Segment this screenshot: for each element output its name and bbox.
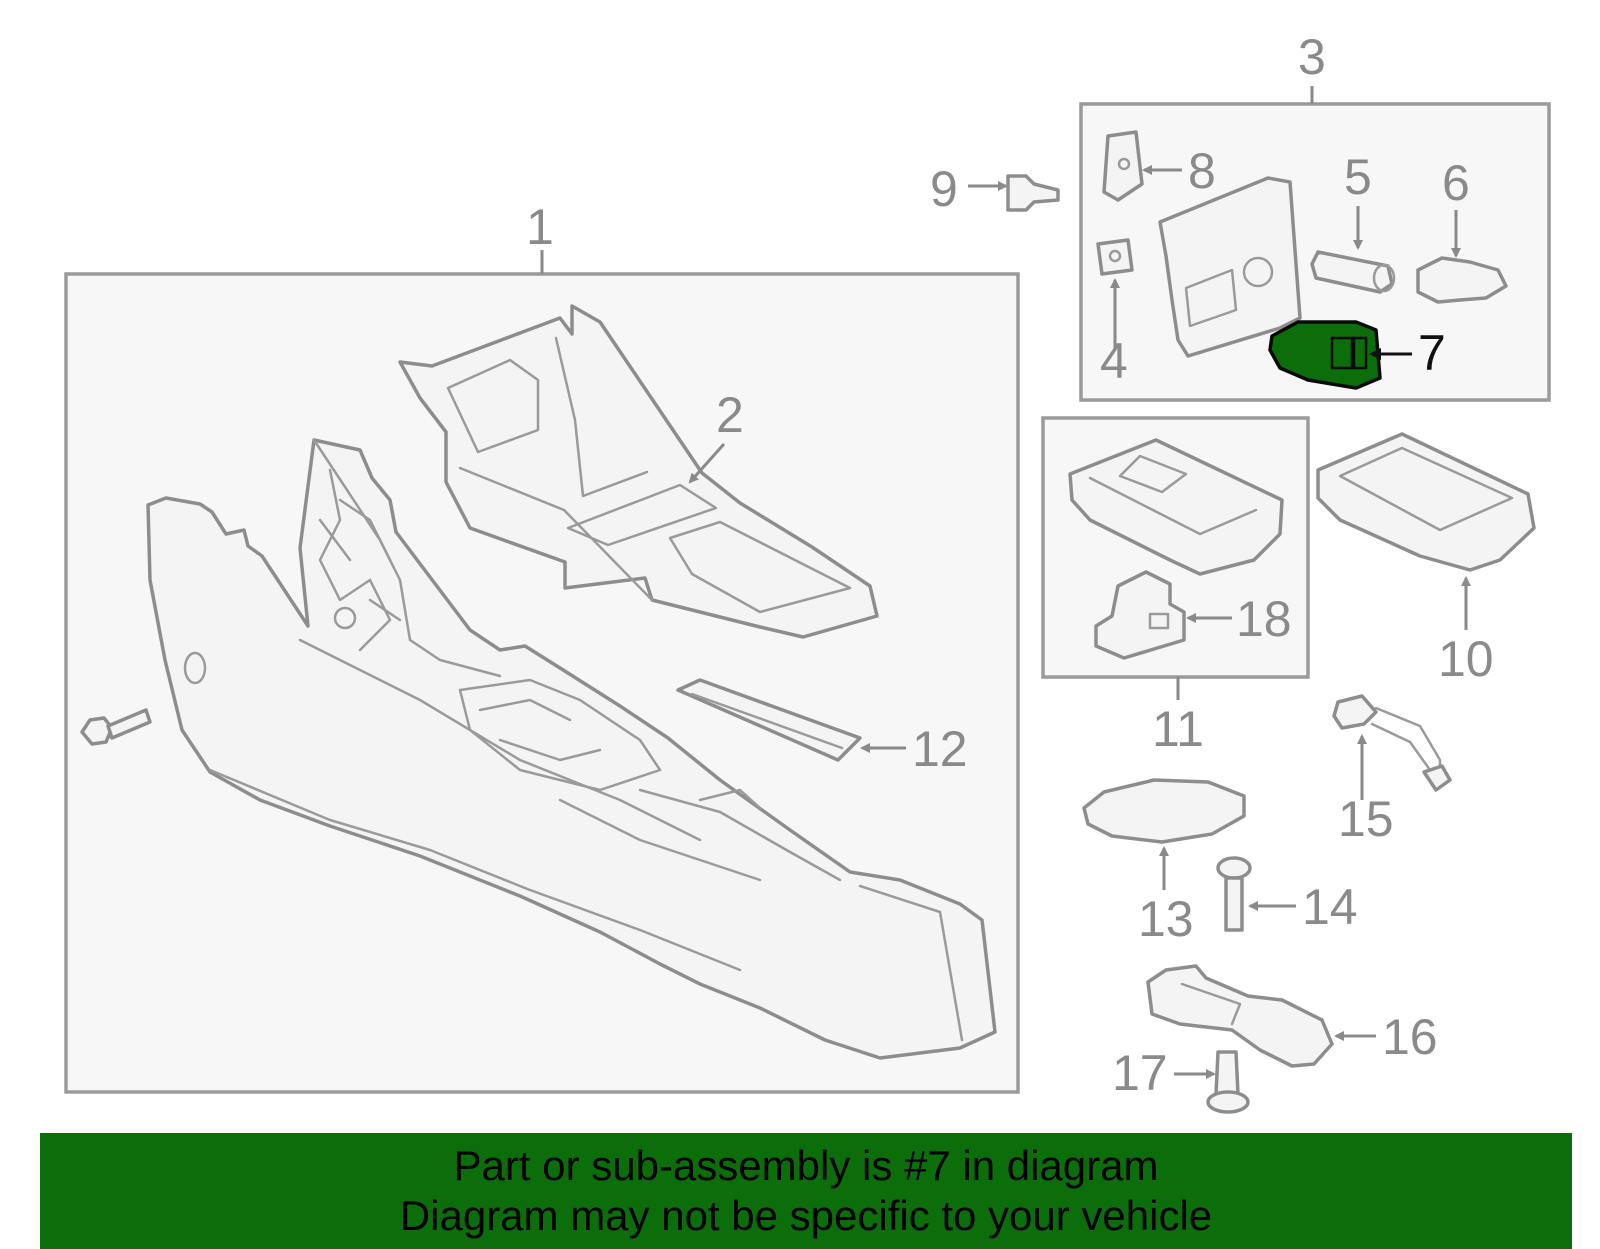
callout-15: 15	[1338, 791, 1394, 847]
callout-6: 6	[1442, 155, 1470, 211]
callout-1: 1	[526, 199, 554, 255]
part-16-bracket	[1146, 964, 1334, 1068]
callout-3: 3	[1298, 29, 1326, 85]
part-11-tray	[1068, 438, 1284, 576]
part-3-bezel	[1158, 176, 1302, 358]
callout-4: 4	[1100, 333, 1128, 389]
part-6-cap	[1416, 256, 1508, 304]
part-12-trim-strip	[676, 678, 862, 762]
part-9-clip	[1006, 174, 1060, 212]
callout-14: 14	[1302, 879, 1358, 935]
info-banner: Part or sub-assembly is #7 in diagram Di…	[40, 1133, 1572, 1249]
callout-18: 18	[1236, 591, 1292, 647]
callout-11: 11	[1152, 701, 1204, 757]
part-18-switch	[1094, 570, 1186, 660]
part-1-console-body	[146, 438, 997, 1060]
callout-16: 16	[1382, 1009, 1438, 1065]
callout-13: 13	[1138, 891, 1194, 947]
part-2-upper-trim	[398, 304, 879, 639]
banner-line-1: Part or sub-assembly is #7 in diagram	[453, 1142, 1159, 1189]
part-4-clip	[1096, 238, 1134, 276]
banner-line-2: Diagram may not be specific to your vehi…	[399, 1192, 1213, 1239]
callout-10: 10	[1438, 631, 1494, 687]
callout-17: 17	[1112, 1045, 1168, 1101]
part-5-socket	[1310, 250, 1396, 294]
part-8-clip	[1102, 130, 1144, 202]
part-15-harness	[1332, 694, 1452, 792]
callout-7: 7	[1418, 325, 1446, 381]
part-14-screw	[1216, 856, 1252, 932]
part-13-mat	[1082, 778, 1246, 844]
callout-9: 9	[930, 161, 958, 217]
callout-12: 12	[912, 721, 968, 777]
console-bolt	[80, 708, 152, 746]
callout-5: 5	[1344, 149, 1372, 205]
part-10-tray	[1316, 432, 1536, 572]
part-17-screw	[1206, 1050, 1250, 1114]
part-7-switch-highlighted	[1268, 320, 1382, 390]
callout-2: 2	[716, 387, 744, 443]
callout-8: 8	[1188, 143, 1216, 199]
leader-2	[688, 442, 726, 484]
